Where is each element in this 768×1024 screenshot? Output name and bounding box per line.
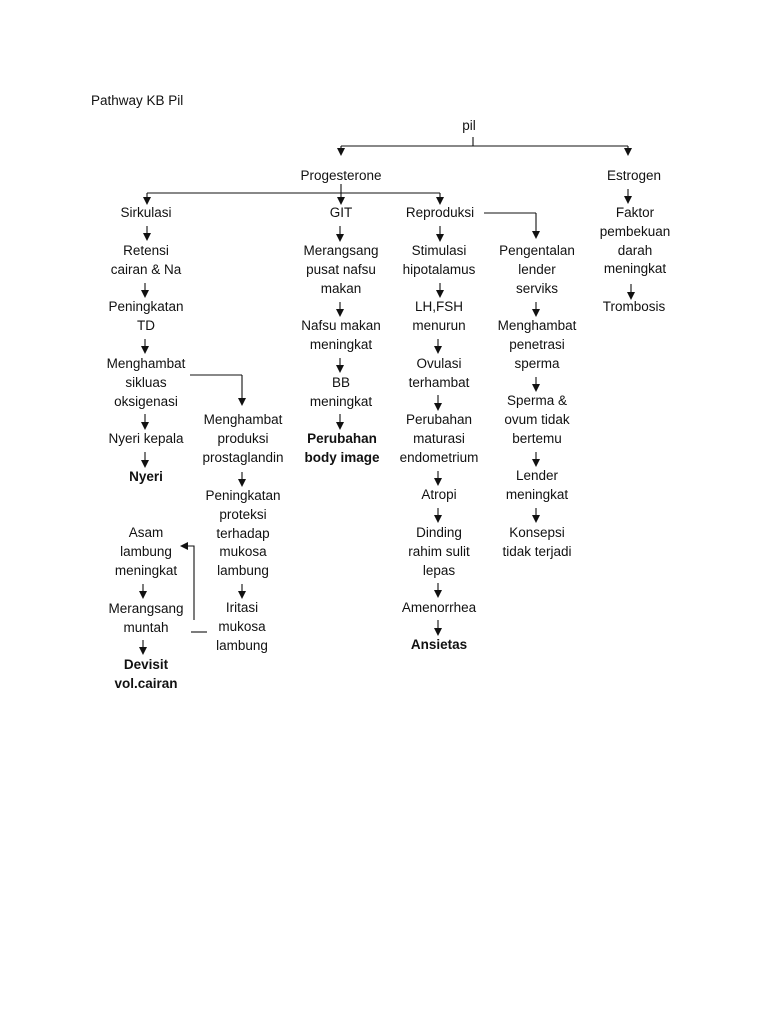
node-estrogen: Estrogen bbox=[606, 168, 662, 183]
node-stimulasi-hipotalamus: Stimulasi hipotalamus bbox=[402, 243, 476, 277]
node-merangsang-muntah: Merangsang muntah bbox=[108, 601, 184, 635]
node-bb-meningkat: BB meningkat bbox=[309, 375, 373, 409]
node-faktor-pembekuan: Faktor pembekuan darah meningkat bbox=[599, 205, 671, 277]
node-amenorrhea: Amenorrhea bbox=[401, 600, 477, 615]
node-iritasi-mukosa: Iritasi mukosa lambung bbox=[216, 600, 268, 653]
node-ansietas: Ansietas bbox=[410, 637, 468, 652]
node-perubahan-maturasi: Perubahan maturasi endometrium bbox=[399, 412, 479, 465]
node-perubahan-body-image: Perubahan body image bbox=[304, 431, 380, 465]
node-nyeri: Nyeri bbox=[129, 469, 163, 484]
node-nyeri-kepala: Nyeri kepala bbox=[108, 431, 184, 446]
node-git: GIT bbox=[329, 205, 353, 220]
node-merangsang-pusat: Merangsang pusat nafsu makan bbox=[303, 243, 379, 296]
node-atropi: Atropi bbox=[421, 487, 457, 502]
node-progesterone: Progesterone bbox=[300, 168, 382, 183]
node-sirkulasi: Sirkulasi bbox=[120, 205, 172, 220]
node-menghambat-penetrasi: Menghambat penetrasi sperma bbox=[497, 318, 577, 371]
node-menghambat-sikluas: Menghambat sikluas oksigenasi bbox=[106, 356, 186, 409]
node-trombosis: Trombosis bbox=[602, 299, 666, 314]
node-pil: pil bbox=[462, 118, 476, 133]
node-dinding-rahim: Dinding rahim sulit lepas bbox=[408, 525, 470, 578]
node-asam-lambung: Asam lambung meningkat bbox=[114, 525, 178, 578]
diagram-title: Pathway KB Pil bbox=[91, 93, 184, 108]
node-peningkatan-proteksi: Peningkatan proteksi terhadap mukosa lam… bbox=[205, 488, 281, 579]
node-reproduksi: Reproduksi bbox=[405, 205, 475, 220]
node-sperma-ovum: Sperma & ovum tidak bertemu bbox=[504, 393, 570, 446]
node-peningkatan-td: Peningkatan TD bbox=[108, 299, 184, 333]
node-nafsu-makan: Nafsu makan meningkat bbox=[301, 318, 381, 352]
node-ovulasi-terhambat: Ovulasi terhambat bbox=[408, 356, 470, 390]
connector bbox=[180, 542, 195, 620]
node-konsepsi: Konsepsi tidak terjadi bbox=[502, 525, 572, 559]
node-lender-meningkat: Lender meningkat bbox=[505, 468, 569, 502]
node-lh-fsh-menurun: LH,FSH menurun bbox=[412, 299, 466, 333]
node-pengentalan-lender: Pengentalan lender serviks bbox=[499, 243, 575, 296]
node-menghambat-produksi: Menghambat produksi prostaglandin bbox=[202, 412, 284, 465]
node-retensi-cairan: Retensi cairan & Na bbox=[110, 243, 182, 277]
node-devisit-vol-cairan: Devisit vol.cairan bbox=[114, 657, 178, 691]
